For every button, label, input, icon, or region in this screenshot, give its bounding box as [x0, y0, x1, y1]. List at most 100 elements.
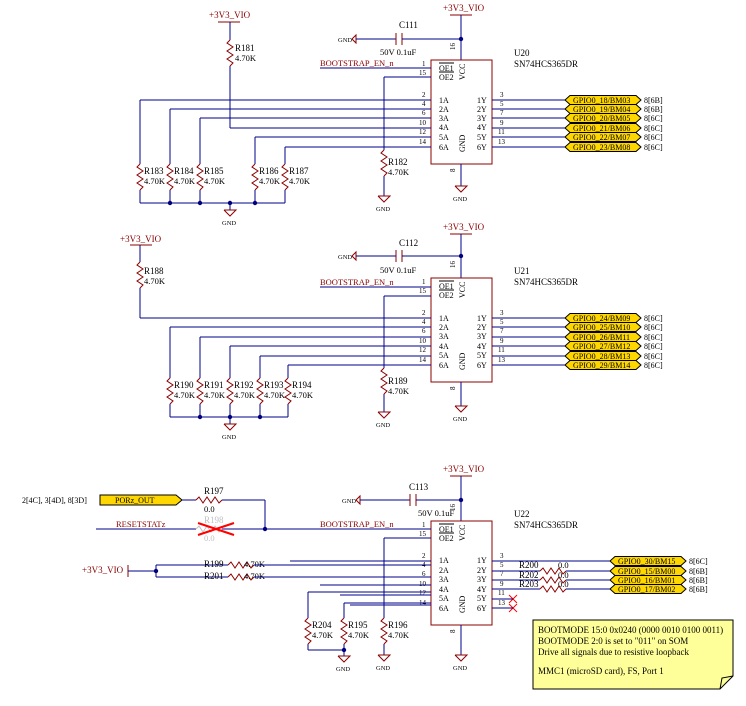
net-resetstat: RESETSTATz: [116, 519, 166, 529]
svg-text:4A: 4A: [439, 123, 449, 132]
porz-out-label: PORz_OUT: [115, 496, 155, 505]
port-label: GPIO0_26/BM11: [573, 333, 630, 342]
svg-text:GND: GND: [222, 434, 236, 441]
resistor-r204: [304, 617, 312, 645]
u22-ref: U22: [514, 509, 530, 519]
svg-text:8: 8: [449, 168, 457, 172]
svg-text:R200: R200: [519, 560, 539, 570]
svg-text:9: 9: [500, 337, 504, 345]
svg-text:3: 3: [500, 91, 504, 99]
svg-text:6Y: 6Y: [477, 604, 487, 613]
svg-text:1: 1: [422, 60, 426, 68]
u22-part: SN74HCS365DR: [514, 520, 578, 530]
port-5: [564, 132, 642, 142]
power-label-3v3-vio: +3V3_VIO: [209, 10, 251, 20]
resistor-r184: [166, 163, 174, 191]
port-xref: 8[6B]: [689, 585, 708, 594]
svg-text:8: 8: [449, 386, 457, 390]
resistor-r200: [539, 567, 567, 575]
svg-text:4.70K: 4.70K: [388, 386, 410, 396]
svg-text:R195: R195: [348, 620, 368, 630]
note-line-2: BOOTMODE 2:0 is set to "011" on SOM: [538, 636, 688, 646]
svg-text:2A: 2A: [439, 566, 449, 575]
svg-text:R201: R201: [204, 571, 224, 581]
port-label: GPIO0_27/BM12: [573, 342, 630, 351]
svg-text:2A: 2A: [439, 105, 449, 114]
port-xref: 8[6C]: [644, 133, 663, 142]
c112-value: 50V 0.1uF: [380, 265, 416, 275]
svg-text:4.70K: 4.70K: [234, 390, 256, 400]
svg-text:GND: GND: [453, 665, 467, 672]
svg-text:12: 12: [419, 589, 427, 597]
svg-text:5: 5: [500, 561, 504, 569]
svg-text:5A: 5A: [439, 351, 449, 360]
svg-text:1: 1: [422, 278, 426, 286]
chip-u22: [430, 520, 493, 626]
port-xref: 8[6C]: [644, 342, 663, 351]
svg-text:4.70K: 4.70K: [292, 390, 314, 400]
svg-text:4A: 4A: [439, 585, 449, 594]
resistor-r182: [380, 149, 388, 177]
svg-text:4.70K: 4.70K: [174, 176, 196, 186]
port-label: GPIO0_22/BM07: [573, 133, 630, 142]
svg-text:4.70K: 4.70K: [144, 176, 166, 186]
svg-text:GND: GND: [376, 665, 390, 672]
note-line-3: Drive all signals due to resistive loopb…: [538, 647, 689, 657]
resistor-r186: [251, 163, 259, 191]
svg-text:1Y: 1Y: [477, 96, 487, 105]
svg-text:5A: 5A: [439, 133, 449, 142]
svg-text:4: 4: [422, 100, 426, 108]
svg-text:11: 11: [498, 128, 505, 136]
resistor-r198-dnp: [195, 525, 223, 533]
svg-text:4.70K: 4.70K: [204, 176, 226, 186]
svg-text:OE2: OE2: [439, 291, 454, 300]
c111-value: 50V 0.1uF: [380, 47, 416, 57]
resistor-r185: [196, 163, 204, 191]
svg-text:6: 6: [422, 109, 426, 117]
resistor-r190: [166, 377, 174, 405]
note-line-4: MMC1 (microSD card), FS, Port 1: [538, 666, 664, 676]
svg-text:6: 6: [422, 327, 426, 335]
u20-ref: U20: [514, 48, 530, 58]
svg-text:10: 10: [419, 119, 427, 127]
chip-u21: [430, 277, 493, 383]
svg-text:R186: R186: [259, 166, 279, 176]
svg-text:GND: GND: [336, 666, 350, 673]
svg-text:1: 1: [422, 521, 426, 529]
svg-text:4.70K: 4.70K: [144, 276, 166, 286]
port-4: [564, 341, 642, 351]
port-label: GPIO0_24/BM09: [573, 314, 630, 323]
svg-text:R185: R185: [204, 166, 224, 176]
svg-text:GND: GND: [376, 422, 390, 429]
svg-text:0.0: 0.0: [204, 533, 215, 543]
svg-text:3Y: 3Y: [477, 332, 487, 341]
svg-text:13: 13: [498, 138, 506, 146]
svg-text:12: 12: [419, 346, 427, 354]
svg-text:OE1: OE1: [439, 525, 454, 534]
port-label: GPIO0_29/BM14: [573, 361, 630, 370]
resistor-r188: [136, 261, 144, 289]
port-6: [564, 142, 642, 152]
svg-text:4.70K: 4.70K: [259, 176, 281, 186]
svg-text:R194: R194: [292, 380, 312, 390]
port-label: GPIO0_17/BM02: [618, 585, 675, 594]
svg-text:10: 10: [419, 337, 427, 345]
svg-text:GND: GND: [458, 134, 467, 152]
port-xref: 8[6C]: [644, 314, 663, 323]
svg-text:4.70K: 4.70K: [289, 176, 311, 186]
svg-text:7: 7: [500, 109, 504, 117]
section-u21: +3V3_VIO R188 4.70K +3V3_VIO GND C112 50…: [120, 222, 663, 441]
svg-text:R182: R182: [388, 157, 408, 167]
resistor-r197: [195, 496, 223, 504]
svg-text:4.70K: 4.70K: [388, 630, 410, 640]
resistor-r194: [284, 377, 292, 405]
resistor-r201: [227, 573, 255, 581]
svg-text:R190: R190: [174, 380, 194, 390]
port-xref: 8[6C]: [644, 361, 663, 370]
svg-text:3Y: 3Y: [477, 575, 487, 584]
svg-text:4Y: 4Y: [477, 585, 487, 594]
net-bootstrap-en-u22: BOOTSTRAP_EN_n: [320, 519, 394, 529]
svg-text:3: 3: [500, 309, 504, 317]
svg-text:2: 2: [422, 309, 426, 317]
